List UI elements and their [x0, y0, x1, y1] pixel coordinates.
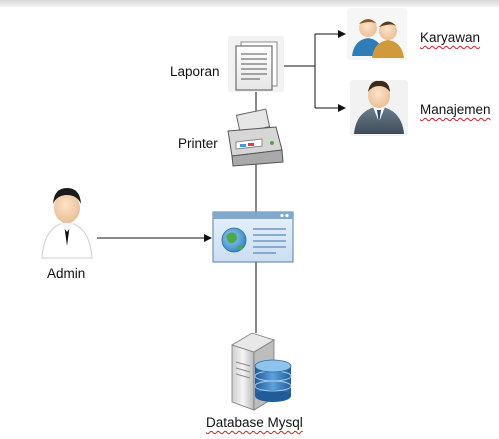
- application-window-icon: [212, 211, 294, 263]
- manajemen-label: Manajemen: [420, 102, 491, 117]
- laporan-label: Laporan: [170, 64, 220, 79]
- top-edge-strip: [0, 0, 499, 7]
- connectors: [97, 30, 346, 333]
- users-group-icon: [347, 8, 407, 60]
- admin-user-icon: [41, 188, 93, 259]
- database-label: Database Mysql: [206, 415, 303, 430]
- printer-label: Printer: [178, 136, 218, 151]
- manager-icon: [350, 80, 408, 136]
- admin-label: Admin: [47, 266, 86, 281]
- karyawan-label: Karyawan: [420, 30, 481, 45]
- database-server-icon: [231, 332, 292, 411]
- document-icon: [228, 36, 284, 92]
- printer-icon: [227, 108, 284, 167]
